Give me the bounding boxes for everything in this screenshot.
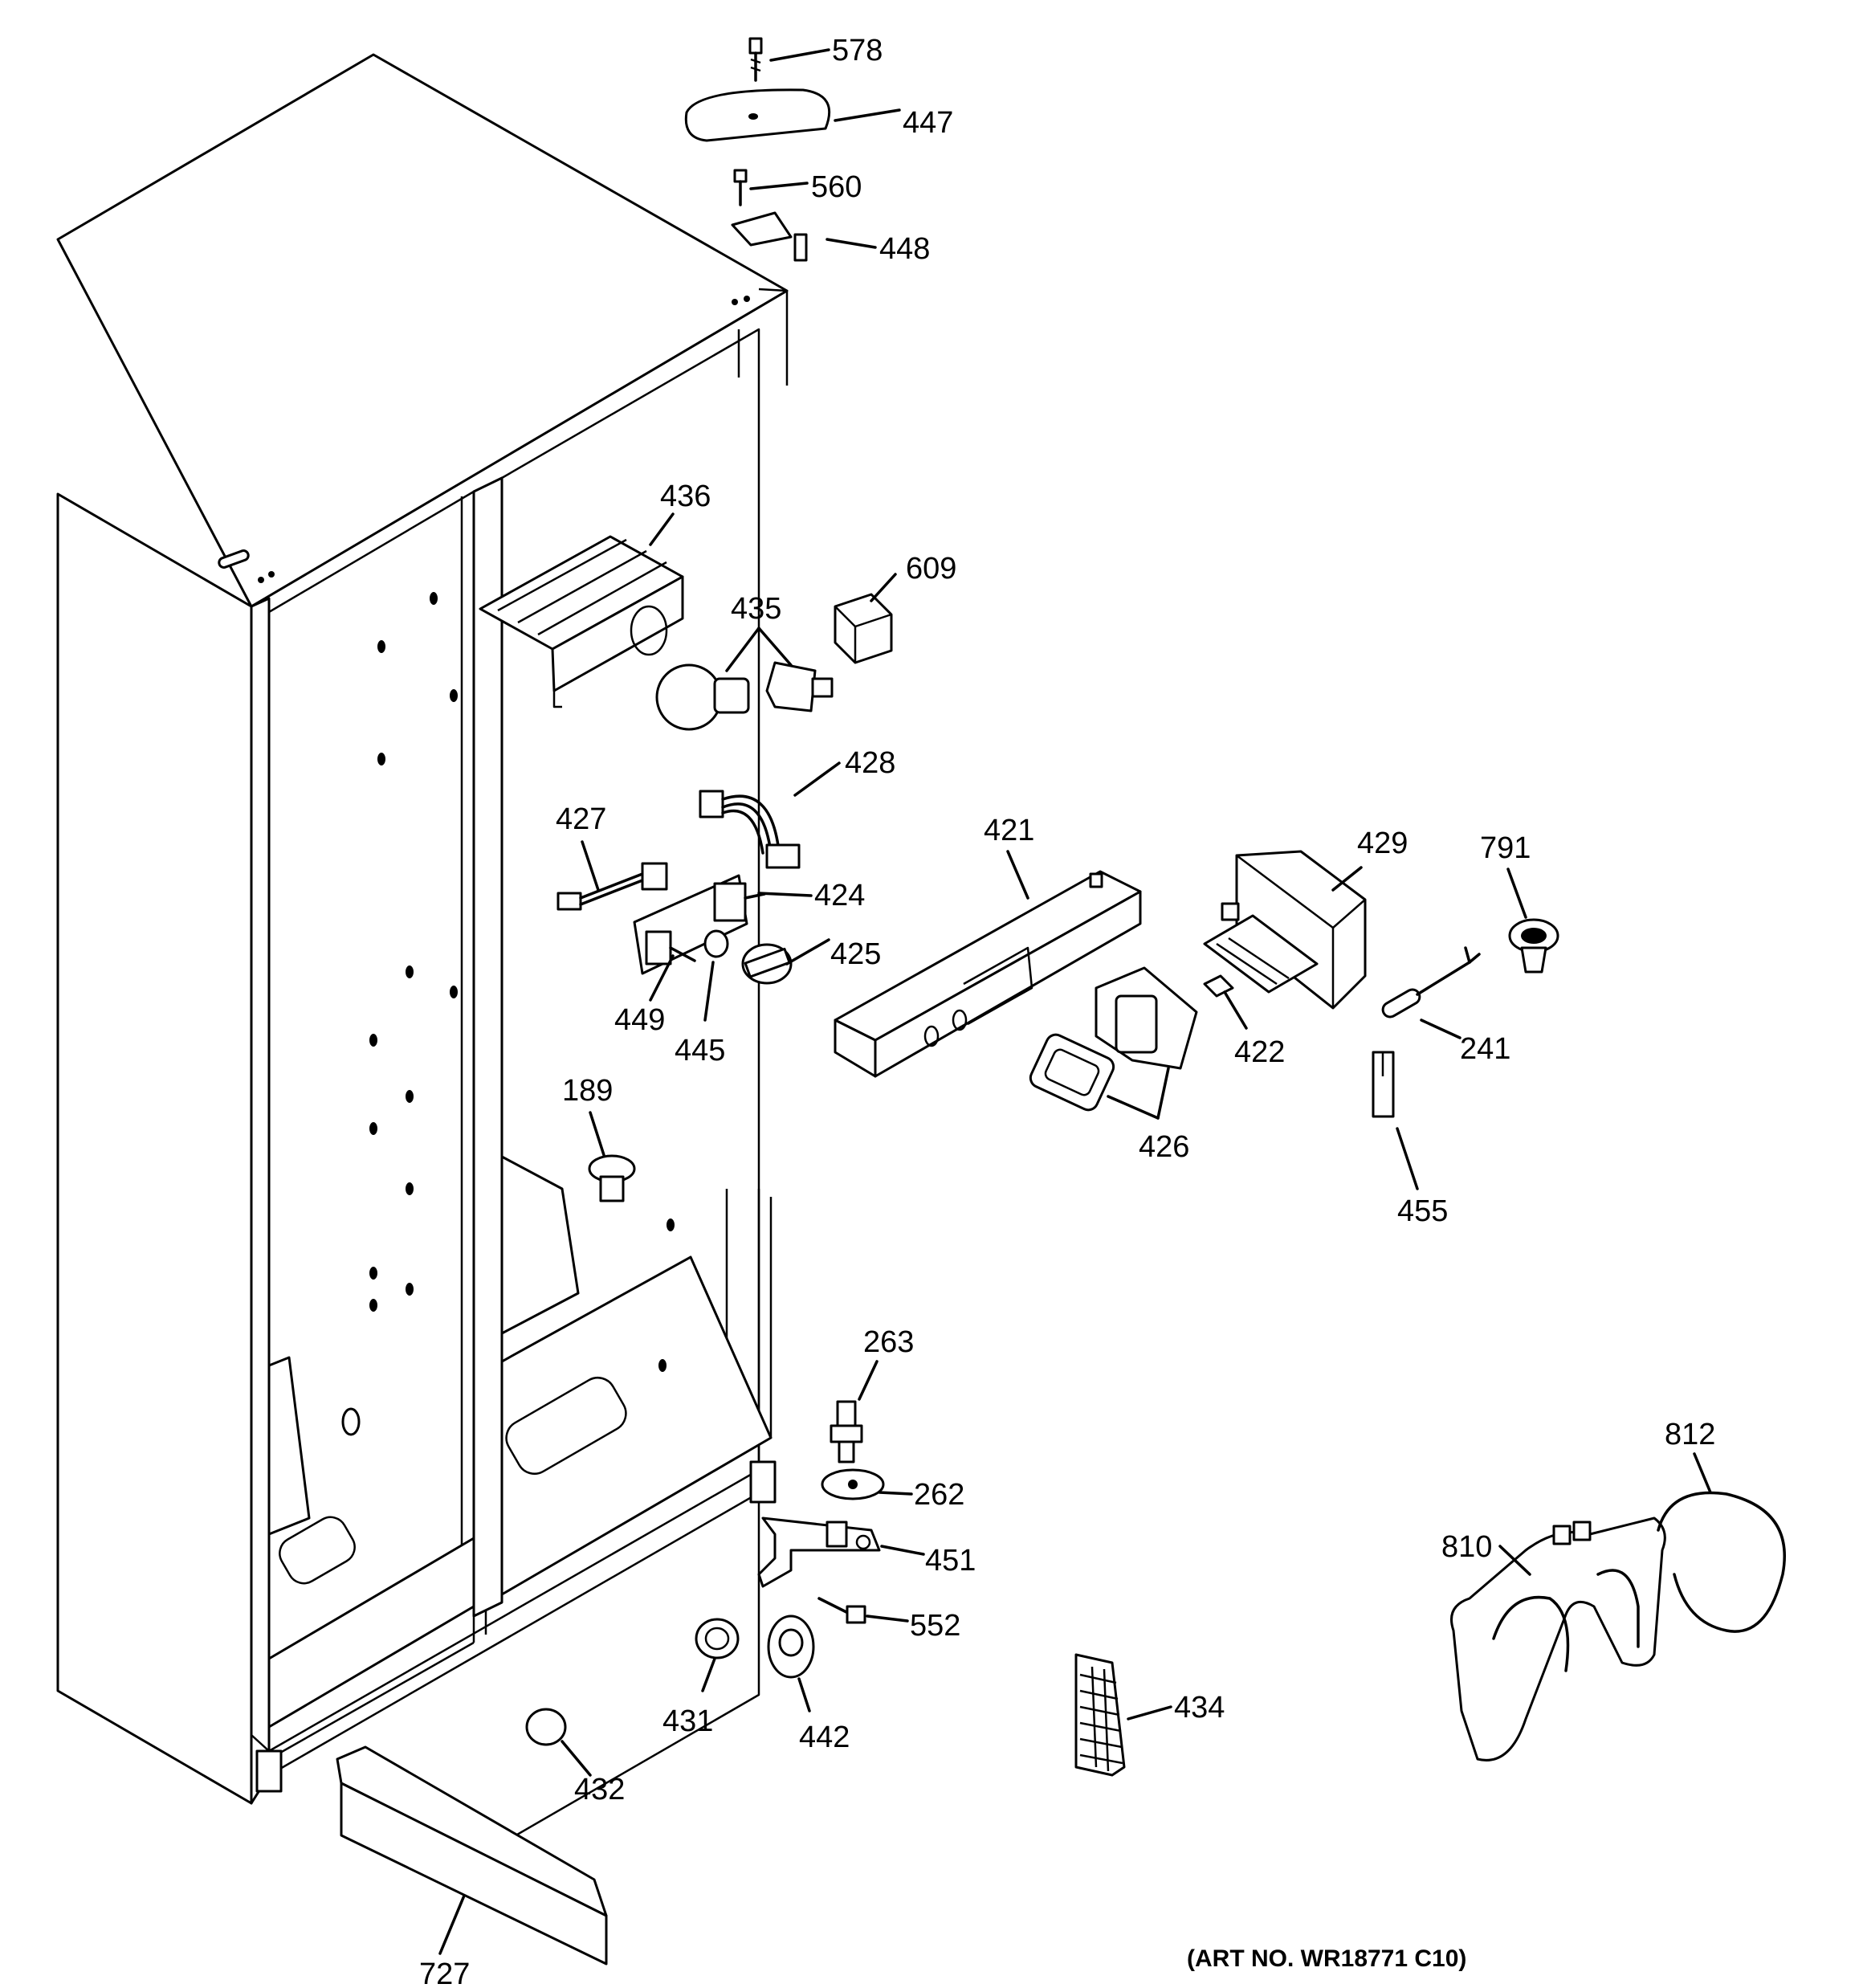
callout-810: 810 xyxy=(1441,1530,1492,1564)
part-427-wire-harness xyxy=(556,862,668,911)
part-560-screw xyxy=(733,169,748,206)
callout-429: 429 xyxy=(1357,827,1408,860)
part-189-plug xyxy=(588,1154,636,1202)
art-number: (ART NO. WR18771 C10) xyxy=(1187,1945,1466,1972)
callout-421: 421 xyxy=(984,814,1034,847)
callout-812: 812 xyxy=(1665,1418,1715,1451)
part-425-knob xyxy=(741,943,793,985)
part-435-bulb-socket xyxy=(655,661,834,731)
callout-727: 727 xyxy=(419,1957,470,1988)
part-812-tube xyxy=(1657,1491,1786,1633)
part-422-clip xyxy=(1203,974,1234,998)
part-436-light-shield xyxy=(479,535,684,708)
callout-428: 428 xyxy=(845,746,895,780)
callout-425: 425 xyxy=(830,937,881,971)
callout-427: 427 xyxy=(556,802,606,836)
callout-609: 609 xyxy=(906,552,956,586)
callout-426: 426 xyxy=(1139,1130,1189,1164)
refrigerator-cabinet xyxy=(56,53,789,1845)
part-455-cover xyxy=(1372,1051,1395,1118)
part-609-switch xyxy=(834,593,893,664)
part-431-bushing xyxy=(695,1618,740,1659)
callout-labels: 578 447 560 448 436 609 435 428 427 424 … xyxy=(419,34,1715,1988)
part-263-hinge-pin xyxy=(830,1400,863,1463)
callout-445: 445 xyxy=(675,1034,725,1067)
part-445-spacer xyxy=(703,929,729,958)
callout-447: 447 xyxy=(903,106,953,140)
callout-448: 448 xyxy=(879,232,930,266)
callout-552: 552 xyxy=(910,1609,960,1643)
part-578-screw xyxy=(748,37,763,82)
part-447-hinge-cover xyxy=(684,88,830,142)
part-448-hinge xyxy=(731,211,808,262)
part-426-switch-bezel xyxy=(1029,966,1198,1112)
leader-lines xyxy=(438,48,1712,1955)
callout-189: 189 xyxy=(562,1074,613,1108)
part-434-vent-grille xyxy=(1074,1653,1126,1777)
part-442-washer xyxy=(767,1614,815,1679)
part-451-hinge-bracket xyxy=(757,1517,881,1588)
callout-560: 560 xyxy=(811,170,862,204)
callout-435: 435 xyxy=(731,592,781,626)
callout-451: 451 xyxy=(925,1544,976,1578)
part-241-thermistor xyxy=(1381,946,1481,1018)
part-552-screw xyxy=(817,1597,866,1624)
part-810-water-tank xyxy=(1450,1517,1666,1761)
callout-449: 449 xyxy=(614,1003,665,1037)
callout-424: 424 xyxy=(814,879,865,912)
part-791-sensor xyxy=(1508,918,1559,974)
callout-578: 578 xyxy=(832,34,883,67)
callout-432: 432 xyxy=(574,1773,625,1806)
callout-436: 436 xyxy=(660,480,711,513)
callout-434: 434 xyxy=(1174,1691,1225,1725)
callout-263: 263 xyxy=(863,1325,914,1359)
part-727-toe-grille xyxy=(336,1745,608,1966)
part-421-control-housing xyxy=(834,870,1142,1078)
callout-442: 442 xyxy=(799,1721,850,1754)
callout-422: 422 xyxy=(1234,1035,1285,1069)
part-424-thermostat xyxy=(633,874,766,975)
callout-241: 241 xyxy=(1460,1032,1510,1066)
part-432-bushing xyxy=(525,1708,567,1746)
callout-431: 431 xyxy=(662,1704,713,1738)
part-428-wire-harness xyxy=(699,790,801,869)
callout-455: 455 xyxy=(1397,1194,1448,1228)
callout-791: 791 xyxy=(1480,831,1531,865)
callout-262: 262 xyxy=(914,1478,964,1512)
part-262-shim xyxy=(821,1468,885,1500)
